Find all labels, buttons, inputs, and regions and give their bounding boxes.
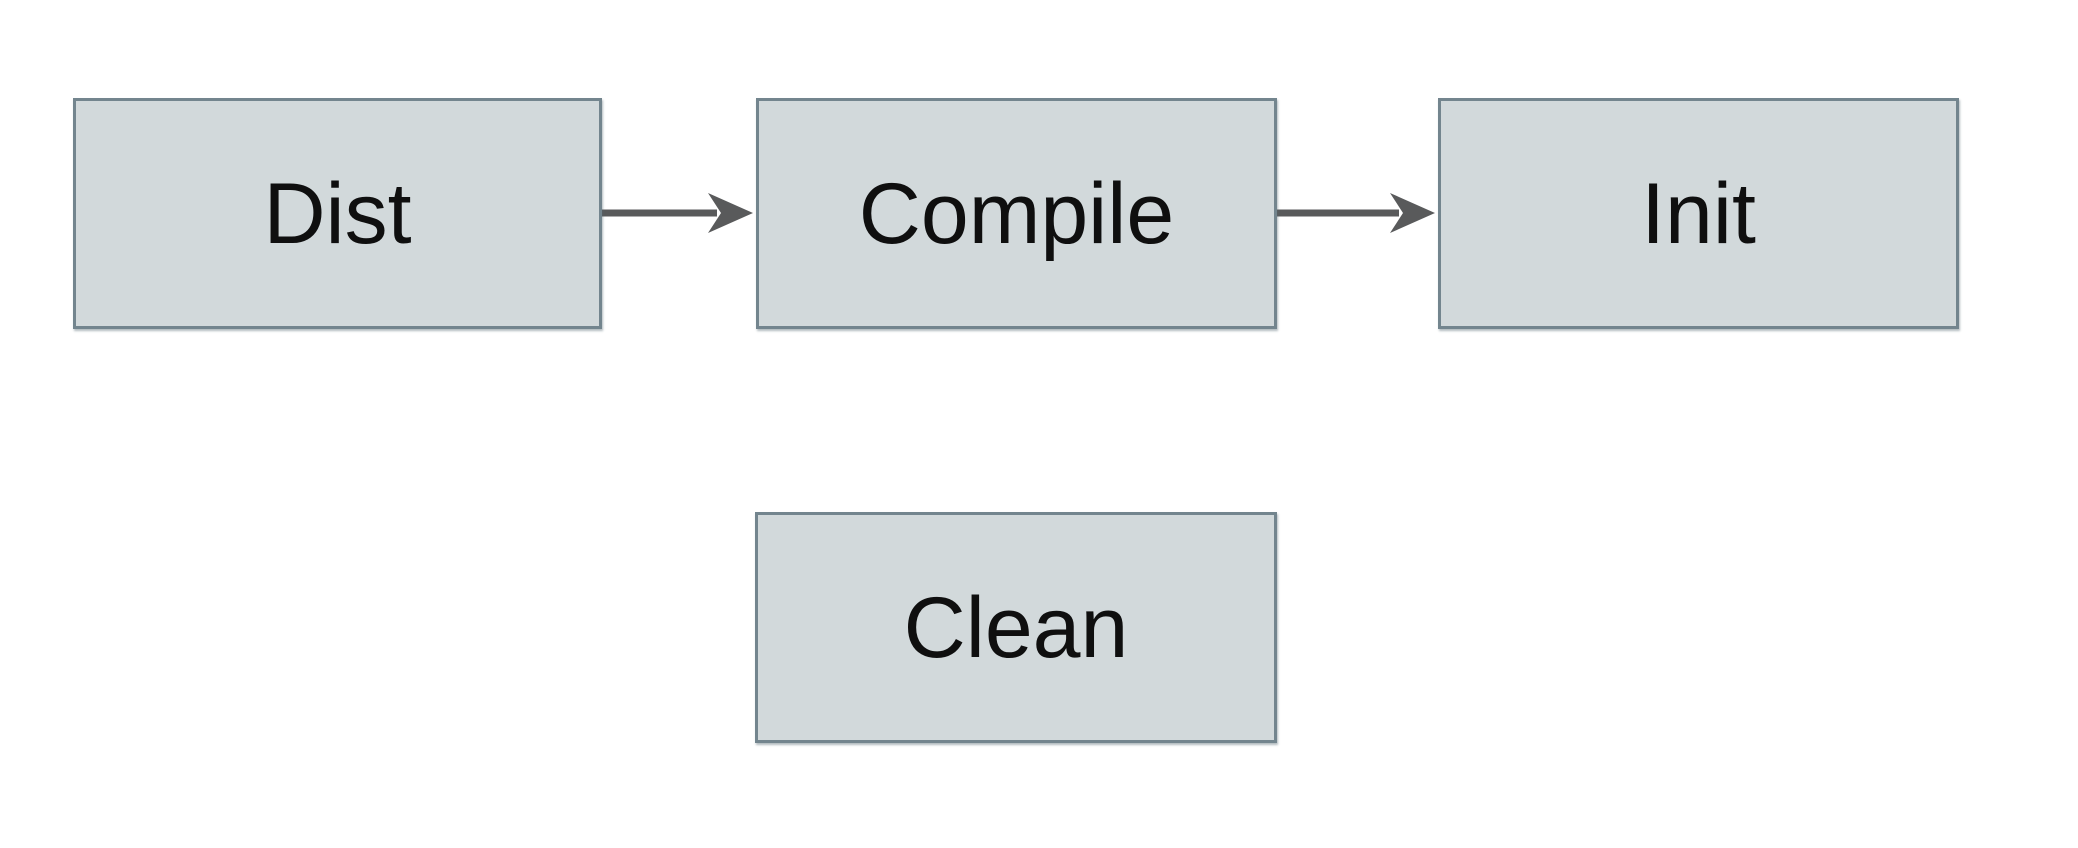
edge-compile-to-init[interactable] xyxy=(1277,193,1435,233)
node-dist[interactable]: Dist xyxy=(73,98,602,329)
node-clean-label: Clean xyxy=(903,579,1129,676)
node-compile-label: Compile xyxy=(858,165,1175,262)
node-clean[interactable]: Clean xyxy=(755,512,1277,743)
arrowhead-icon xyxy=(1390,193,1435,233)
node-dist-label: Dist xyxy=(263,165,412,262)
arrowhead-icon xyxy=(708,193,753,233)
node-init-label: Init xyxy=(1641,165,1756,262)
node-init[interactable]: Init xyxy=(1438,98,1959,329)
node-compile[interactable]: Compile xyxy=(756,98,1277,329)
edge-dist-to-compile[interactable] xyxy=(602,193,753,233)
